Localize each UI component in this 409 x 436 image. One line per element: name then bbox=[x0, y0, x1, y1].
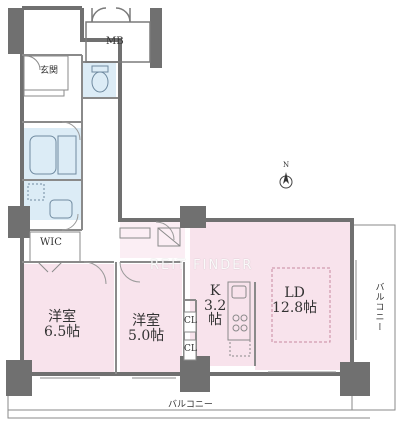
toilet-icon bbox=[91, 65, 109, 93]
north-arrow-icon bbox=[279, 172, 293, 189]
closet-1-label: CL bbox=[184, 316, 197, 326]
kitchen-label: K 3.2 帖 bbox=[204, 284, 226, 328]
ld-size: 12.8帖 bbox=[272, 299, 318, 316]
washbasin-icon bbox=[27, 183, 73, 219]
western-room-1-fill bbox=[22, 264, 114, 374]
ld-dashed-area bbox=[271, 267, 331, 343]
column-bottom-right bbox=[340, 362, 370, 396]
exterior-walls bbox=[20, 6, 354, 376]
column-top-mid bbox=[180, 206, 206, 228]
structural-columns bbox=[6, 8, 370, 396]
balcony-bottom-label: バルコニー bbox=[168, 400, 213, 410]
column-left-mid bbox=[8, 206, 30, 238]
closet-1 bbox=[183, 311, 197, 333]
door-swings bbox=[61, 121, 175, 285]
kitchen-unit: 帖 bbox=[208, 312, 223, 329]
western-room-1-name: 洋室 bbox=[48, 309, 77, 325]
western-room-2-label: 洋室 5.0帖 bbox=[128, 314, 164, 343]
ld-name: LD bbox=[284, 285, 305, 301]
wic-room bbox=[29, 231, 81, 273]
mb-room bbox=[85, 7, 151, 63]
mb-label: MB bbox=[106, 36, 124, 47]
balcony-right-label: バルコニー bbox=[373, 282, 384, 332]
western-room-2-fill bbox=[120, 264, 182, 374]
ld-label: LD 12.8帖 bbox=[272, 286, 317, 315]
closet-2-label: CL bbox=[184, 344, 197, 354]
closet-2 bbox=[183, 339, 197, 361]
interior-walls bbox=[22, 54, 256, 374]
wic-label: WIC bbox=[40, 237, 62, 248]
western-room-2-name: 洋室 bbox=[132, 313, 161, 329]
wet-area-fills bbox=[24, 62, 116, 220]
ldk-fill bbox=[190, 220, 352, 370]
column-bottom-mid bbox=[180, 356, 210, 392]
kitchen-counter bbox=[227, 281, 251, 357]
bathtub-icon bbox=[29, 135, 77, 175]
windows bbox=[40, 260, 357, 379]
western-room-2-size: 5.0帖 bbox=[128, 327, 165, 344]
column-top-left bbox=[8, 8, 24, 54]
western-room-1-size: 6.5帖 bbox=[44, 323, 81, 340]
corridor-storage bbox=[119, 227, 181, 247]
entrance-area bbox=[23, 55, 69, 97]
kitchen-name: K bbox=[209, 283, 221, 299]
western-room-1-label: 洋室 6.5帖 bbox=[44, 310, 80, 339]
entrance-label: 玄関 bbox=[40, 66, 59, 76]
closets bbox=[183, 311, 197, 361]
kitchen-size: 3.2 bbox=[204, 297, 227, 314]
watermark-text: REIT FINDER bbox=[150, 258, 254, 273]
column-bottom-left bbox=[6, 360, 32, 396]
column-mb bbox=[150, 8, 162, 68]
toilet-fill bbox=[82, 62, 116, 98]
compass-north-label: N bbox=[283, 161, 290, 169]
